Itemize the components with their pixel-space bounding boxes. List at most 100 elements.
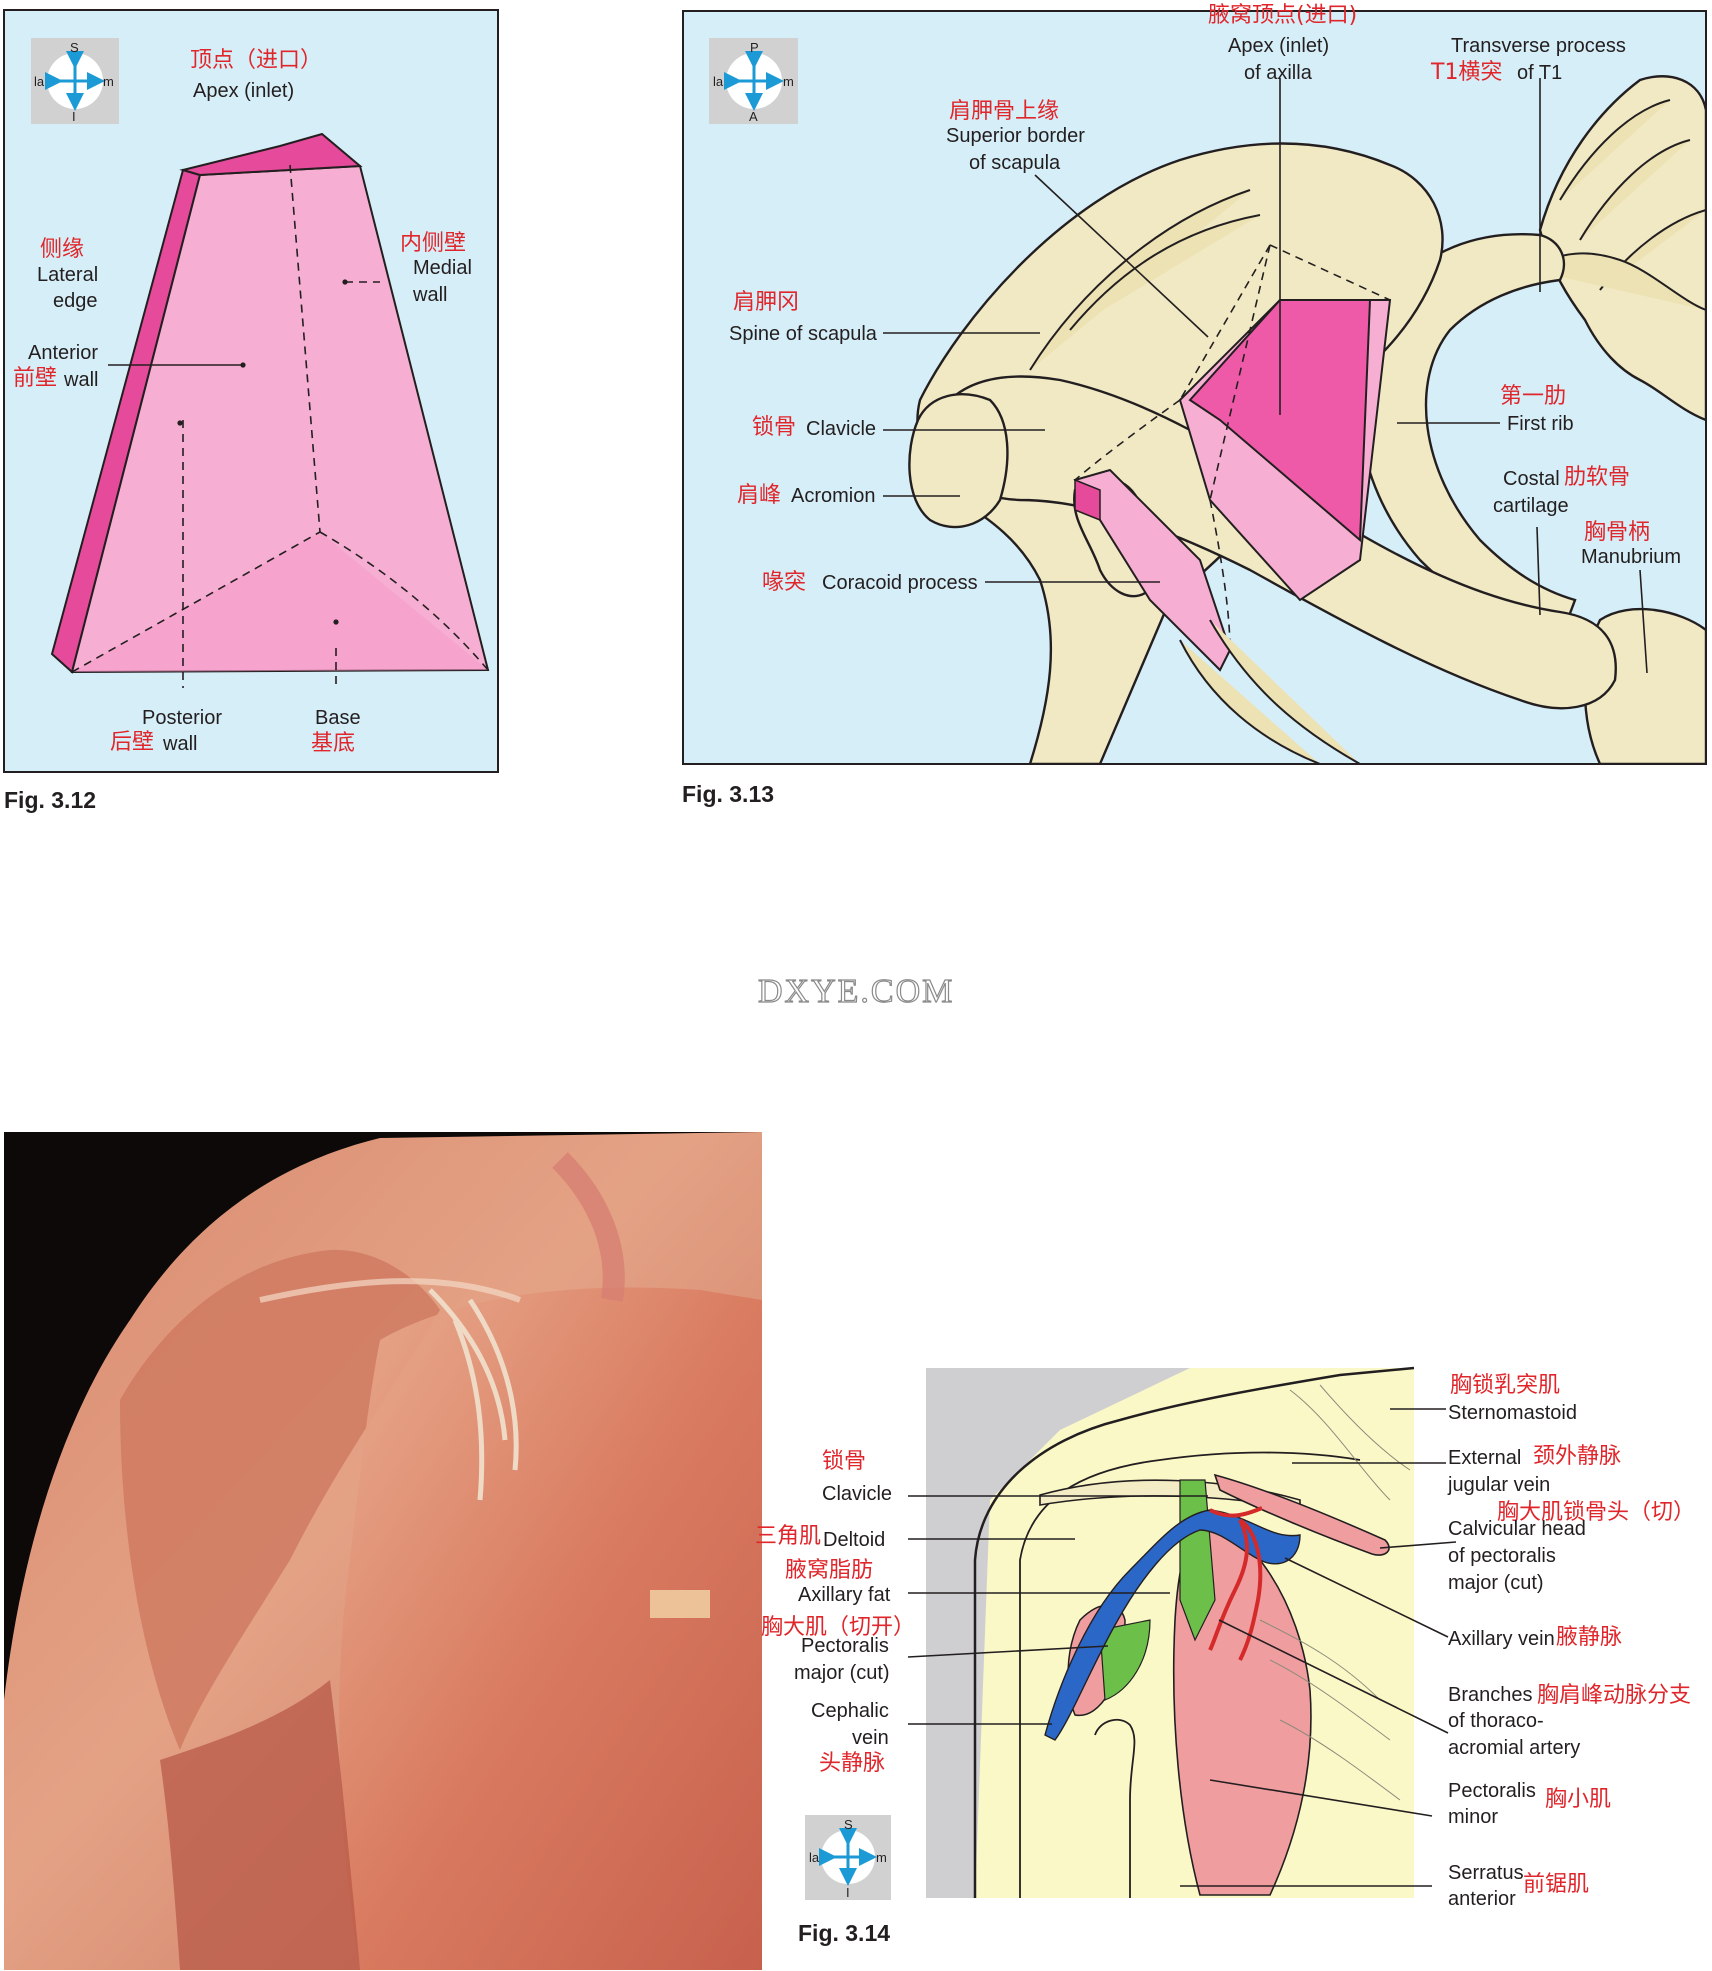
fig12-anterior-zh: 前壁 bbox=[13, 366, 57, 391]
fig14-clav-en: Clavicle bbox=[822, 1483, 892, 1505]
fig13-clav-en: Clavicle bbox=[806, 418, 876, 440]
fig14-pmaj-zh: 胸大肌（切开） bbox=[761, 1615, 915, 1640]
compass-right-label: m bbox=[103, 74, 114, 89]
fig12-compass-icon: S I la m bbox=[31, 38, 119, 124]
fig12-anterior-en2: wall bbox=[63, 369, 98, 391]
compass-left-label: la bbox=[809, 1850, 820, 1865]
fig14-pmin-en1: Pectoralis bbox=[1448, 1780, 1536, 1802]
compass-top-label: P bbox=[750, 40, 759, 55]
fig12-base-en: Base bbox=[315, 707, 361, 729]
fig14-thor-zh: 胸肩峰动脉分支 bbox=[1537, 1683, 1691, 1708]
fig14-delt-en: Deltoid bbox=[823, 1529, 885, 1551]
fig12-lateral-en2: edge bbox=[53, 290, 98, 312]
fig13-manu-zh: 胸骨柄 bbox=[1584, 520, 1650, 545]
fig14-serr-en2: anterior bbox=[1448, 1888, 1516, 1910]
fig14-ceph-en1: Cephalic bbox=[811, 1700, 889, 1722]
fig14-serr-en1: Serratus bbox=[1448, 1862, 1524, 1884]
fig12-posterior-zh: 后壁 bbox=[110, 730, 154, 755]
fig13-apex-zh: 腋窝顶点(进口) bbox=[1208, 3, 1357, 28]
fig14-ceph-en2: vein bbox=[852, 1727, 889, 1749]
pectoral-region bbox=[339, 1287, 762, 1970]
fig12-medial-en2: wall bbox=[412, 284, 447, 306]
fig13-acro-zh: 肩峰 bbox=[737, 483, 781, 508]
fig14-pmin-zh: 胸小肌 bbox=[1545, 1787, 1611, 1812]
fig13-costal-en2: cartilage bbox=[1493, 495, 1569, 517]
fig13-cora-en: Coracoid process bbox=[822, 572, 978, 594]
fig14-fat-en: Axillary fat bbox=[798, 1584, 891, 1606]
fig13-caption: Fig. 3.13 bbox=[682, 781, 774, 807]
fig12-base-zh: 基底 bbox=[311, 731, 355, 756]
fig12-apex-zh: 顶点（进口） bbox=[190, 48, 322, 73]
clavicle-ridge bbox=[259, 1278, 522, 1303]
fig13-tp-en2: of T1 bbox=[1517, 62, 1562, 84]
fig12-lateral-zh: 侧缘 bbox=[40, 237, 84, 262]
fig13-rib-en: First rib bbox=[1507, 413, 1574, 435]
compass-right-label: m bbox=[876, 1850, 887, 1865]
fig13-apex-en2: of axilla bbox=[1244, 62, 1313, 84]
axilla-fold bbox=[160, 1680, 360, 1970]
fig14-ceph-zh: 头静脉 bbox=[819, 1751, 885, 1776]
fig12-posterior-en2: wall bbox=[162, 733, 197, 755]
fig14-caption: Fig. 3.14 bbox=[798, 1920, 890, 1946]
fig14-clav-zh: 锁骨 bbox=[822, 1449, 866, 1474]
fig13-sup-en1: Superior border bbox=[946, 125, 1085, 147]
watermark: DXYE.COM bbox=[758, 973, 954, 1010]
fat-patch bbox=[650, 1590, 710, 1618]
fig14-thor-en2: of thoraco- bbox=[1448, 1710, 1544, 1732]
dissected-vessels bbox=[428, 1288, 519, 1501]
fig14-background-grey bbox=[926, 1368, 1190, 1898]
fig13-manu-en: Manubrium bbox=[1581, 546, 1681, 568]
fig13-clav-zh: 锁骨 bbox=[752, 415, 796, 440]
fig13-costal-en1: Costal bbox=[1503, 468, 1560, 490]
fig13-tp-zh: T1横突 bbox=[1430, 60, 1502, 85]
fig14-clavhead-en2: of pectoralis bbox=[1448, 1545, 1556, 1567]
compass-top-label: S bbox=[70, 40, 79, 55]
neck-muscle bbox=[552, 1152, 625, 1302]
fig14-ejv-en1: External bbox=[1448, 1447, 1521, 1469]
pyramid-apex bbox=[179, 132, 363, 177]
dissection-photo bbox=[4, 1132, 762, 1970]
fig13-costal-zh: 肋软骨 bbox=[1564, 465, 1630, 490]
fig12-medial-zh: 内侧壁 bbox=[400, 231, 466, 256]
fig13-axilla-prism bbox=[1073, 244, 1392, 672]
acromion bbox=[908, 393, 1009, 529]
fig13-tp-en1: Transverse process bbox=[1451, 35, 1626, 57]
fig-3-12: S I la m 顶点（进口） Apex (inlet) 侧缘 Late bbox=[3, 9, 499, 813]
fig13-sup-zh: 肩胛骨上缘 bbox=[949, 99, 1059, 124]
compass-right-label: m bbox=[783, 74, 794, 89]
fig14-clavhead-zh: 胸大肌锁骨头（切） bbox=[1497, 1500, 1695, 1525]
fig14-cephalic-vein bbox=[1044, 1509, 1301, 1741]
fig14-delt-zh: 三角肌 bbox=[755, 1524, 821, 1549]
deltoid-muscle bbox=[120, 1249, 440, 1750]
fig14-thor-en3: acromial artery bbox=[1448, 1737, 1580, 1759]
fig13-spine-en: Spine of scapula bbox=[729, 323, 878, 345]
fig12-caption: Fig. 3.12 bbox=[4, 787, 96, 813]
fig14-clavhead-en3: major (cut) bbox=[1448, 1572, 1544, 1594]
fig13-spine-zh: 肩胛冈 bbox=[733, 290, 799, 315]
fig12-posterior-en1: Posterior bbox=[142, 707, 222, 729]
fig13-cora-zh: 喙突 bbox=[762, 570, 806, 595]
fig14-pmaj-en2: major (cut) bbox=[794, 1662, 890, 1684]
compass-bottom-label: A bbox=[749, 109, 758, 124]
fig14-ejv-zh: 颈外静脉 bbox=[1533, 1444, 1621, 1469]
fig-3-13: P A la m 腋窝顶点(进口) Apex (inlet) of axilla… bbox=[682, 3, 1707, 807]
fig14-scm-zh: 胸锁乳突肌 bbox=[1450, 1373, 1560, 1398]
fig14-pmaj-en1: Pectoralis bbox=[801, 1635, 889, 1657]
fig-3-14: S I la m 锁骨 Clavicle 三角肌 Deltoid 腋窝脂肪 Ax… bbox=[755, 1366, 1695, 1946]
fig14-clavhead-en1: Calvicular head bbox=[1448, 1518, 1586, 1540]
fig12-apex-en: Apex (inlet) bbox=[193, 80, 294, 102]
fig13-sup-en2: of scapula bbox=[969, 152, 1061, 174]
fig12-medial-en1: Medial bbox=[413, 257, 472, 279]
compass-top-label: S bbox=[844, 1817, 853, 1832]
compass-left-label: la bbox=[713, 74, 724, 89]
axilla-pyramid bbox=[50, 132, 490, 688]
compass-bottom-label: I bbox=[846, 1885, 850, 1900]
fig14-compass-icon: S I la m bbox=[805, 1815, 891, 1900]
fig14-pec-major-clav-head bbox=[1213, 1473, 1390, 1556]
fig14-axv-en: Axillary vein bbox=[1448, 1628, 1555, 1650]
fig13-apex-en1: Apex (inlet) bbox=[1228, 35, 1329, 57]
fig14-pmin-en2: minor bbox=[1448, 1806, 1498, 1828]
compass-left-label: la bbox=[34, 74, 45, 89]
fig14-ejv-en2: jugular vein bbox=[1447, 1474, 1550, 1496]
